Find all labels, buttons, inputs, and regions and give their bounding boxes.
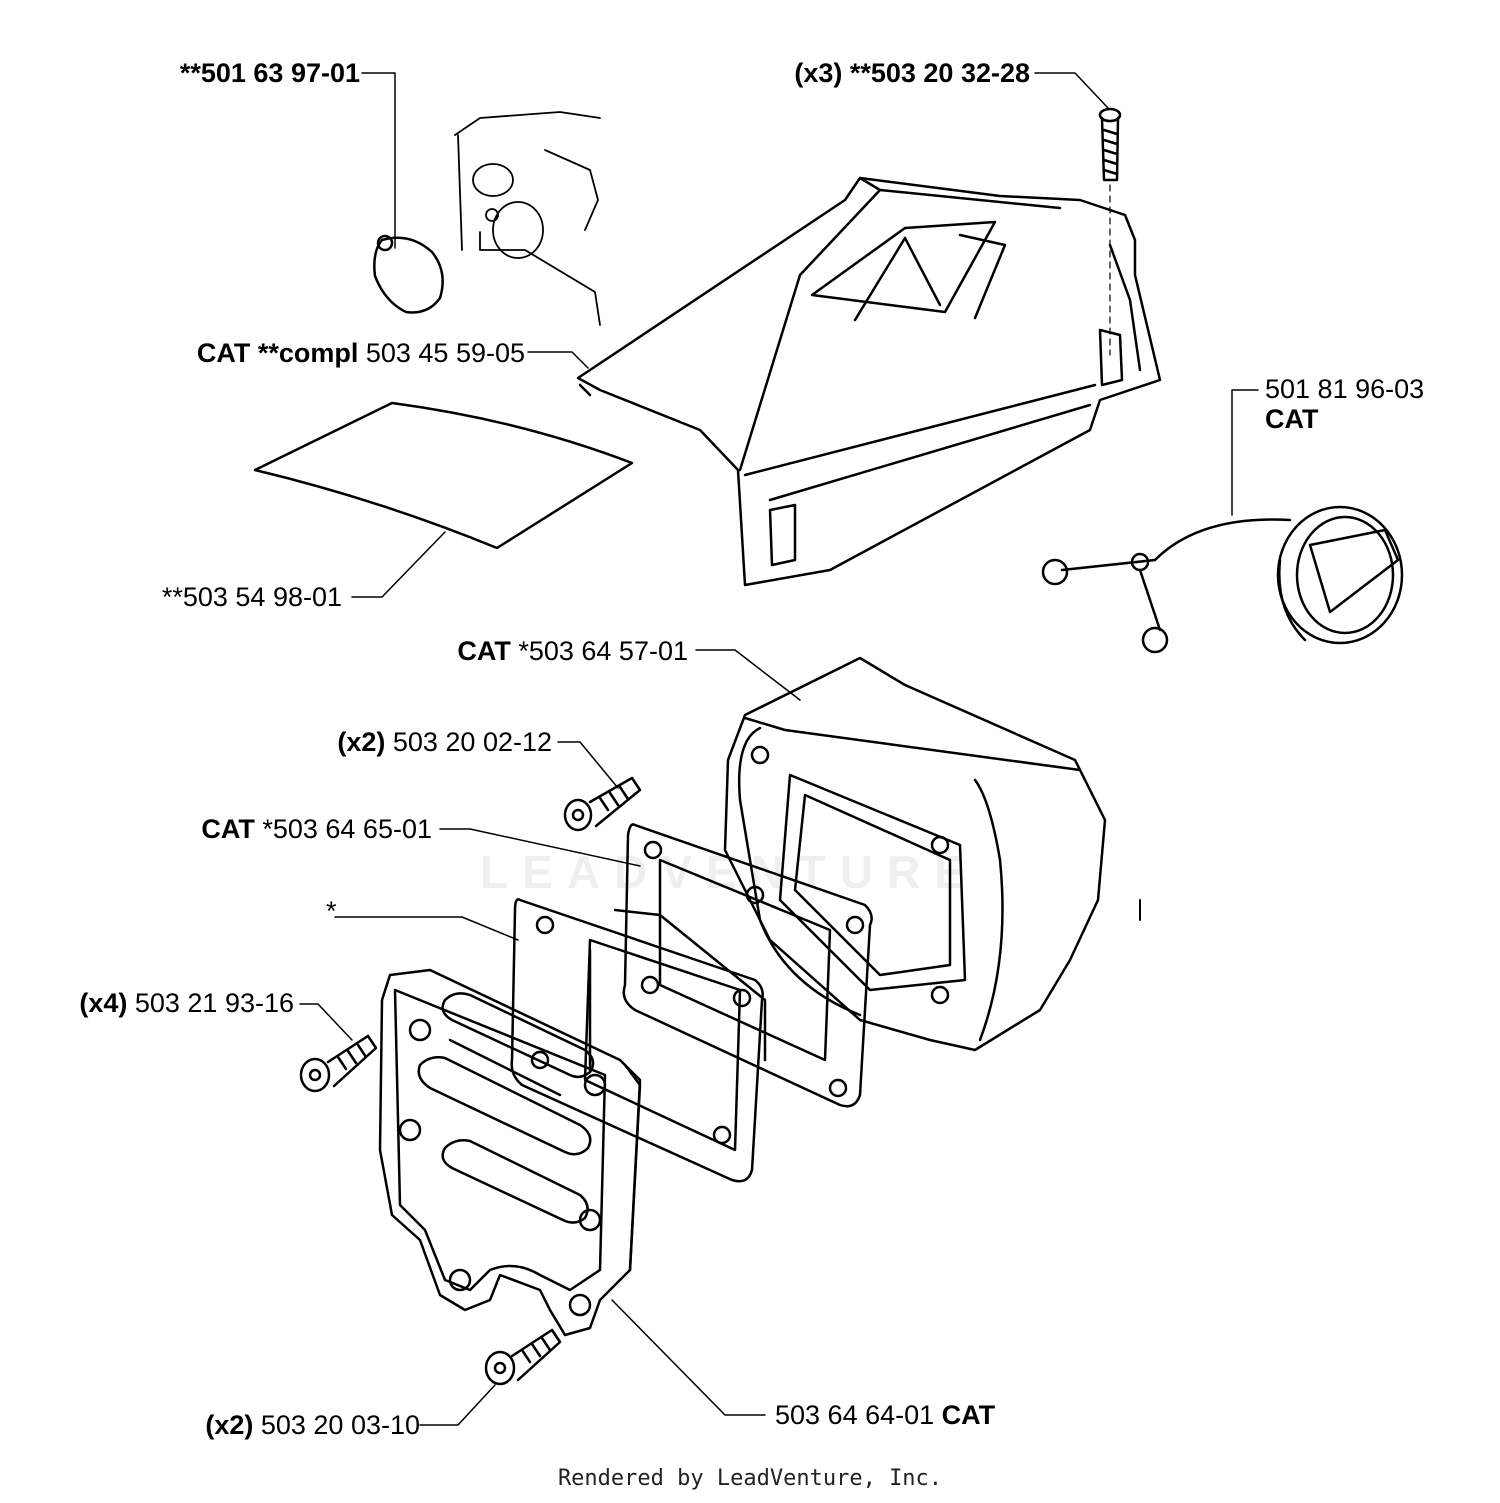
- saw-body-sketch: [454, 111, 601, 326]
- fuel-cap-part: [1041, 505, 1404, 654]
- leader-lines: [299, 72, 1259, 1426]
- label-muffler-body: CAT *503 64 57-01: [457, 636, 688, 666]
- label-screw-x2-lower: (x2) 503 20 03-10: [205, 1410, 420, 1440]
- small-cap-part: [373, 234, 444, 314]
- gasket-part: [622, 823, 873, 1108]
- label-front-plate: 503 64 64-01 CAT: [775, 1400, 996, 1430]
- top-cover-part: [576, 176, 1162, 587]
- plate-part: [510, 898, 767, 1183]
- screw-x2-lower-part: [484, 1328, 562, 1386]
- label-screw-x4: (x4) 503 21 93-16: [79, 988, 294, 1018]
- watermark: LEADVENTURE: [480, 846, 980, 898]
- label-plate: *: [326, 896, 337, 926]
- label-screw-x2-upper: (x2) 503 20 02-12: [337, 727, 552, 757]
- muffler-body-part: [723, 656, 1141, 1052]
- footer-credit: Rendered by LeadVenture, Inc.: [557, 1466, 943, 1491]
- label-top-cover: CAT **compl 503 45 59-05: [196, 338, 525, 368]
- screw-x4-part: [299, 1034, 378, 1093]
- filter-sheet-part: [253, 401, 634, 550]
- label-filter-sheet: **503 54 98-01: [161, 582, 342, 612]
- screw-x2-upper-part: [563, 776, 642, 832]
- label-top-screw: (x3) **503 20 32-28: [794, 58, 1030, 88]
- label-gasket: CAT *503 64 65-01: [201, 814, 432, 844]
- label-small-cap: **501 63 97-01: [179, 58, 360, 88]
- front-plate-part: [378, 968, 642, 1337]
- top-screw-part: [1098, 107, 1122, 356]
